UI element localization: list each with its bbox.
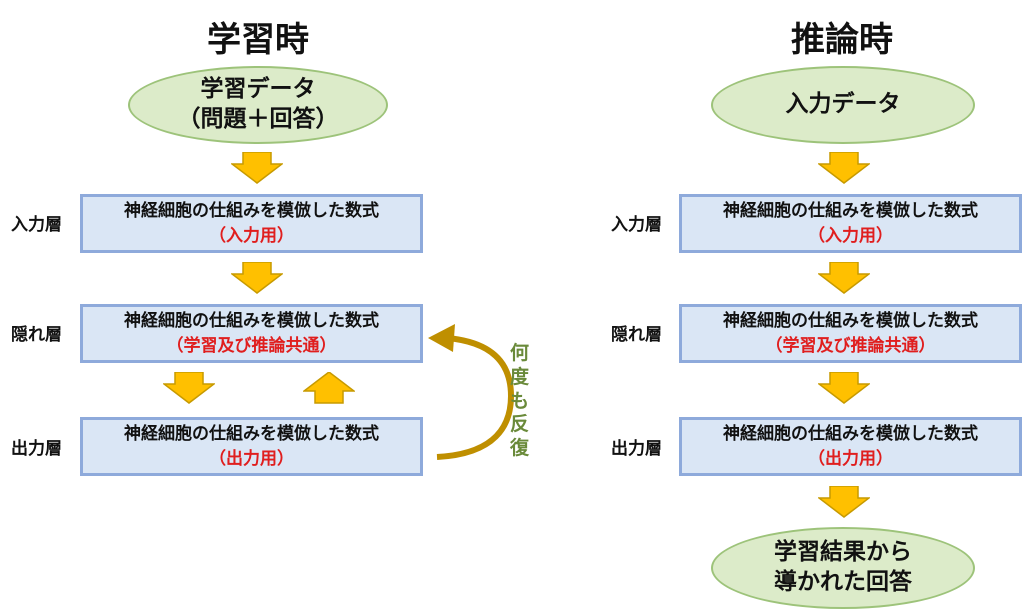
- training-input-label: 学習データ: [200, 76, 316, 103]
- inference-input-label: 入力データ: [785, 91, 901, 118]
- inference-output-layer-box: 神経細胞の仕組みを模倣した数式 （出力用）: [679, 417, 1022, 476]
- inference-output-layer-text: 神経細胞の仕組みを模倣した数式: [723, 423, 978, 444]
- loop-label-char: 復: [510, 437, 530, 459]
- inference-input-ellipse: 入力データ: [711, 66, 975, 144]
- training-output-layer-label: 出力層: [11, 439, 62, 459]
- loop-arrow-icon: [428, 324, 515, 460]
- loop-label-char: も: [510, 389, 530, 412]
- training-input-sublabel: （問題＋回答）: [177, 106, 339, 132]
- inference-output-layer-label: 出力層: [611, 439, 662, 459]
- training-output-layer-text: 神経細胞の仕組みを模倣した数式: [124, 423, 379, 444]
- down-arrow-icon: [818, 152, 870, 184]
- training-input-ellipse: 学習データ （問題＋回答）: [128, 66, 388, 144]
- loop-label-char: 反: [510, 413, 530, 436]
- inference-hidden-layer-box: 神経細胞の仕組みを模倣した数式 （学習及び推論共通）: [679, 304, 1022, 363]
- down-arrow-icon: [818, 262, 870, 294]
- inference-hidden-layer-label: 隠れ層: [611, 325, 662, 345]
- training-input-layer-sub: （入力用）: [209, 225, 294, 246]
- inference-output-label: 学習結果から: [774, 539, 912, 566]
- down-arrow-icon: [163, 372, 215, 404]
- loop-label: 何 度 も 反 復: [510, 342, 529, 461]
- inference-output-ellipse: 学習結果から 導かれた回答: [711, 527, 975, 609]
- training-hidden-layer-sub: （学習及び推論共通）: [166, 335, 337, 356]
- inference-output-layer-sub: （出力用）: [808, 448, 893, 469]
- down-arrow-icon: [818, 372, 870, 404]
- inference-input-layer-text: 神経細胞の仕組みを模倣した数式: [723, 200, 978, 221]
- training-input-layer-box: 神経細胞の仕組みを模倣した数式 （入力用）: [80, 194, 423, 253]
- inference-title: 推論時: [791, 20, 893, 60]
- inference-input-layer-sub: （入力用）: [808, 225, 893, 246]
- training-hidden-layer-box: 神経細胞の仕組みを模倣した数式 （学習及び推論共通）: [80, 304, 423, 363]
- training-hidden-layer-label: 隠れ層: [11, 325, 62, 345]
- training-hidden-layer-text: 神経細胞の仕組みを模倣した数式: [124, 310, 379, 331]
- training-output-layer-box: 神経細胞の仕組みを模倣した数式 （出力用）: [80, 417, 423, 476]
- loop-label-char: 度: [510, 365, 530, 388]
- training-input-layer-text: 神経細胞の仕組みを模倣した数式: [124, 200, 379, 221]
- training-output-layer-sub: （出力用）: [209, 448, 294, 469]
- inference-hidden-layer-text: 神経細胞の仕組みを模倣した数式: [723, 310, 978, 331]
- inference-input-layer-box: 神経細胞の仕組みを模倣した数式 （入力用）: [679, 194, 1022, 253]
- training-title: 学習時: [207, 20, 309, 60]
- up-arrow-icon: [303, 372, 355, 404]
- inference-input-layer-label: 入力層: [611, 215, 662, 235]
- inference-output-sublabel: 導かれた回答: [774, 569, 912, 595]
- loop-label-char: 何: [510, 342, 530, 364]
- down-arrow-icon: [818, 486, 870, 518]
- down-arrow-icon: [231, 262, 283, 294]
- training-input-layer-label: 入力層: [11, 215, 62, 235]
- inference-hidden-layer-sub: （学習及び推論共通）: [765, 335, 936, 356]
- down-arrow-icon: [231, 152, 283, 184]
